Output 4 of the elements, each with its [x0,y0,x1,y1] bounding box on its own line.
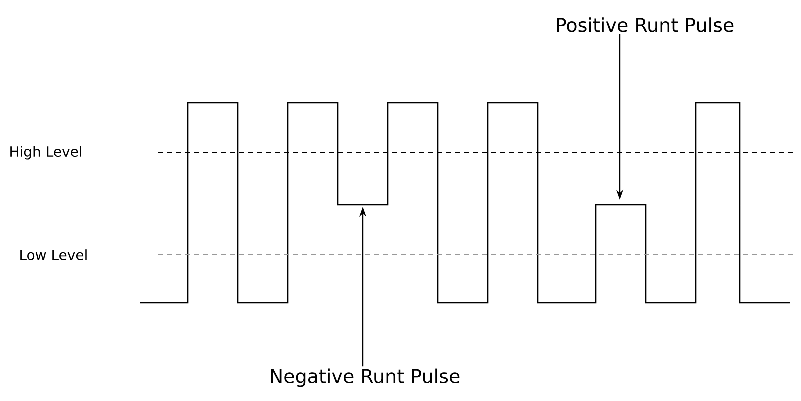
level-label: High Level [10,146,82,160]
callout-label: Positive Runt Pulse [557,18,734,32]
level-label: Low Level [20,250,87,260]
callout-label: Negative Runt Pulse [271,368,460,388]
